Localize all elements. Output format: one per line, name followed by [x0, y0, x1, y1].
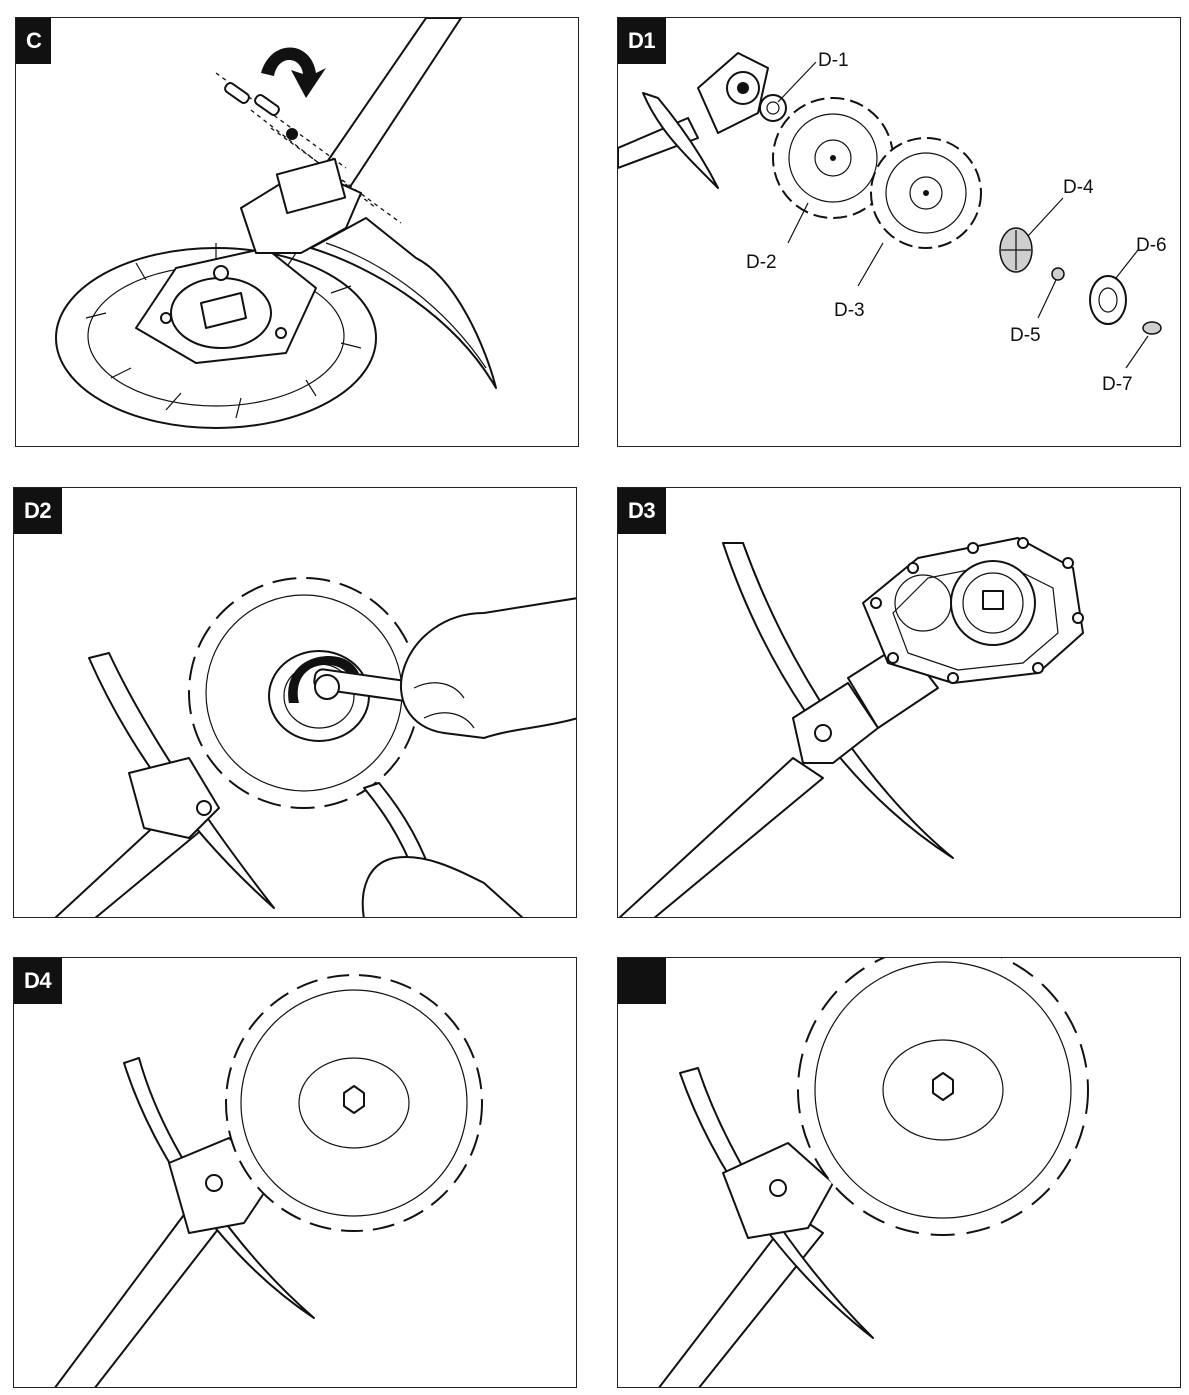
- callout-d-5: D-5: [1010, 325, 1041, 346]
- figure-panel-d4: D4: [13, 957, 577, 1388]
- trimmer-guard-illustration: [55, 18, 497, 429]
- callout-d-2: D-2: [746, 252, 777, 273]
- rotate-arrow-icon: [288, 656, 359, 703]
- figure-panel-d3: D3: [617, 487, 1181, 918]
- blade-removal-illustration: [54, 577, 576, 917]
- nut-icon: [343, 1085, 365, 1114]
- panel-tag: D1: [618, 18, 666, 64]
- panel-tag: D2: [14, 488, 62, 534]
- figure-panel-d2: D2: [13, 487, 577, 918]
- panel-tag: [618, 958, 666, 1004]
- callout-d-7: D-7: [1102, 374, 1133, 395]
- callout-d-6: D-6: [1136, 235, 1167, 256]
- panel-tag: D3: [618, 488, 666, 534]
- panel-tag: C: [16, 18, 52, 64]
- figure-panel-d5: [617, 957, 1181, 1388]
- nut-icon: [932, 1072, 954, 1101]
- callout-d-1: D-1: [818, 50, 849, 71]
- figure-panel-c: C: [15, 17, 579, 447]
- callout-d-4: D-4: [1063, 177, 1094, 198]
- panel-tag: D4: [14, 958, 62, 1004]
- callout-d-3: D-3: [834, 300, 865, 321]
- serrated-blade-icon: [870, 137, 982, 249]
- screw-icon: [224, 82, 298, 140]
- gearbox-housing-illustration: [618, 537, 1084, 917]
- figure-panel-d1: D1: [617, 17, 1181, 447]
- blade-installed-illustration: [54, 974, 483, 1387]
- blade-exploded-view: D-1 D-2 D-3 D-4 D-5 D-6 D-7: [618, 50, 1167, 395]
- blade-tightened-illustration: [658, 958, 1089, 1387]
